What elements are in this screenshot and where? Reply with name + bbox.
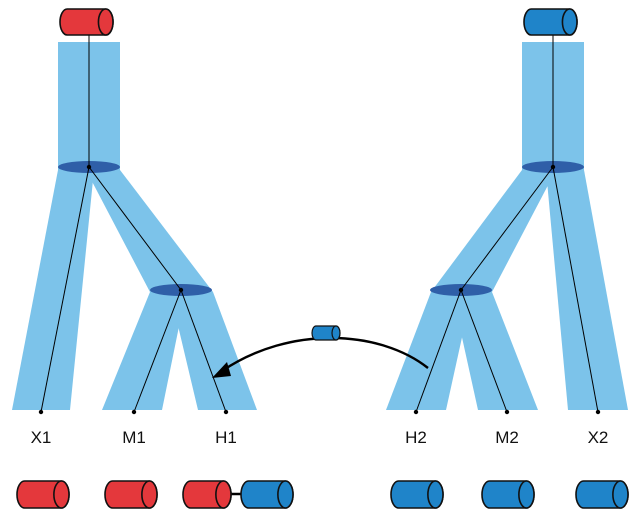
- right-inner-dot: [458, 287, 464, 293]
- tip-h2-cylinder-icon: [390, 480, 444, 509]
- tip-dot-m2: [504, 409, 510, 415]
- cylinder-cap: [612, 480, 629, 509]
- cylinder-cap: [331, 325, 341, 341]
- left-inner-branch: [86, 170, 213, 292]
- right-m2-branch: [452, 292, 538, 410]
- tip-dot-h1: [223, 409, 229, 415]
- cylinder-cap: [561, 8, 578, 36]
- tip-dot-x1: [38, 409, 44, 415]
- tip-x1-cylinder-icon: [16, 480, 70, 509]
- curved-arrow-icon: [212, 336, 429, 378]
- tip-label-x1: X1: [31, 428, 52, 447]
- left-gene-m1-line: [133, 289, 182, 413]
- tip-label-h1: H1: [215, 428, 237, 447]
- tip-label-h2: H2: [405, 428, 427, 447]
- cylinder-cap: [427, 480, 444, 509]
- left-gene-inner-line: [88, 166, 182, 291]
- tip-x2-cylinder-icon: [575, 480, 629, 509]
- right-gene-m2-line: [460, 289, 508, 413]
- right-species-tree: [386, 42, 628, 410]
- tip-label-m2: M2: [495, 428, 519, 447]
- right-gene-h2-line: [415, 289, 462, 413]
- left-inner-dot: [178, 287, 184, 293]
- tip-dot-h2: [413, 409, 419, 415]
- right-root-dot: [550, 164, 556, 170]
- cylinder-cap: [97, 8, 114, 36]
- tip-dot-x2: [595, 409, 601, 415]
- tip-m2-cylinder-icon: [481, 480, 535, 509]
- right-gene-inner-line: [460, 166, 554, 291]
- cylinder-cap: [53, 480, 70, 509]
- tip-label-x2: X2: [588, 428, 609, 447]
- tip-labels: X1 M1 H1 H2 M2 X2: [31, 428, 609, 447]
- right-x2-branch: [546, 170, 628, 410]
- tip-h1-cylinder-icon-a: [182, 480, 232, 509]
- left-species-tree: [12, 42, 257, 410]
- left-root-cylinder-icon: [59, 8, 114, 36]
- right-h2-branch: [386, 292, 472, 410]
- transfer-arrow-path: [221, 336, 429, 372]
- left-root-dot: [86, 164, 92, 170]
- right-root-cylinder-icon: [523, 8, 578, 36]
- gene-tree-lines: [40, 20, 599, 413]
- cylinder-cap: [141, 480, 158, 509]
- tip-m1-cylinder-icon: [104, 480, 158, 509]
- transfer-cylinder-icon: [311, 325, 341, 341]
- left-gene-x1-line: [40, 166, 90, 413]
- right-gene-x2-line: [552, 166, 599, 413]
- left-gene-h1-line: [180, 289, 227, 413]
- cylinder-cap: [518, 480, 535, 509]
- left-m1-branch: [102, 292, 186, 410]
- cylinder-cap: [277, 480, 294, 509]
- transfer-arrow-head: [212, 362, 231, 378]
- left-x1-branch: [12, 170, 94, 410]
- tip-h1-cylinder-icon-b: [240, 480, 294, 509]
- tip-label-m1: M1: [122, 428, 146, 447]
- left-h1-branch: [170, 292, 257, 410]
- right-inner-branch: [431, 170, 556, 292]
- cylinder-cap: [215, 480, 232, 509]
- tip-dots: [38, 164, 601, 415]
- tip-dot-m1: [131, 409, 137, 415]
